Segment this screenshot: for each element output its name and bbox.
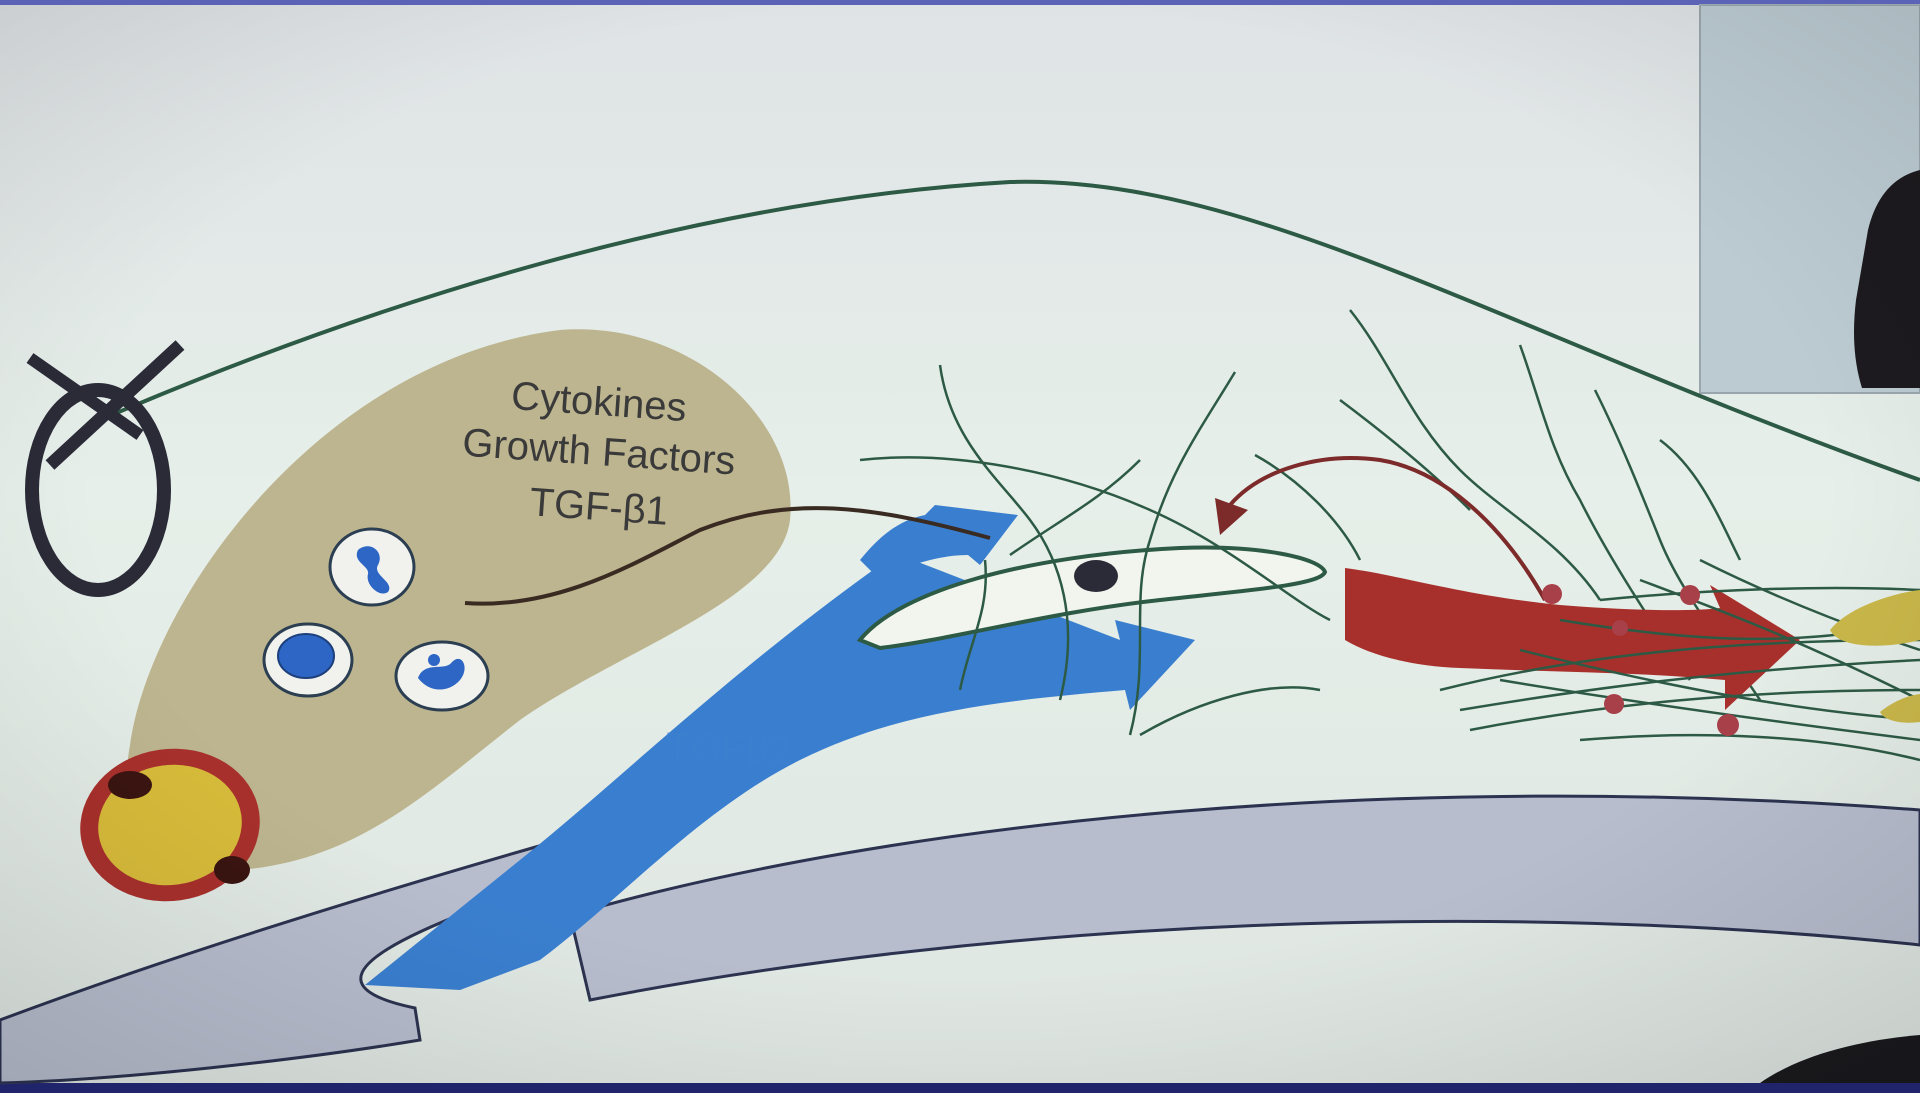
cell-macrophage: [396, 642, 488, 710]
cell-lymphocyte: [264, 624, 352, 696]
label-tgf-beta2: TGFβ2: [665, 725, 792, 773]
speaker-video-inset: [1700, 5, 1920, 393]
cell-neutrophil: [330, 529, 414, 605]
frame-bottom-bar: [0, 1083, 1920, 1093]
